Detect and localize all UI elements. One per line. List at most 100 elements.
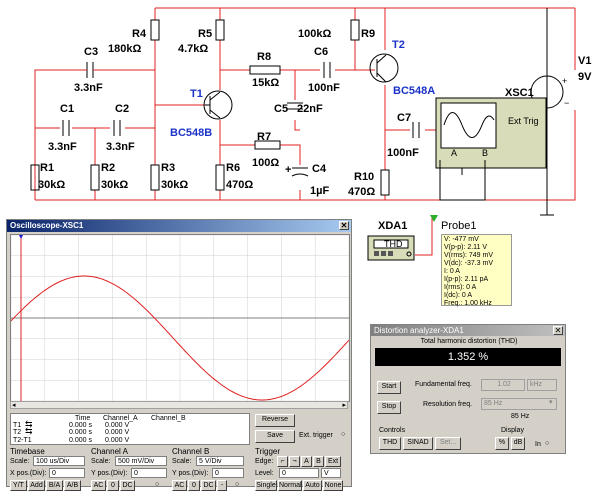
fundamental-freq-unit[interactable]: kHz <box>527 379 557 391</box>
channel-b-scale-label: Scale: <box>172 458 192 465</box>
db-button[interactable]: dB <box>511 437 525 450</box>
capacitor-c3[interactable] <box>80 62 100 78</box>
trigger-title: Trigger <box>255 447 281 456</box>
save-button[interactable]: Save <box>255 430 295 443</box>
cursor-t2-handle[interactable] <box>19 235 23 239</box>
set-button[interactable]: Set... <box>435 437 461 450</box>
resolution-freq-select[interactable]: 85 Hz <box>481 398 557 410</box>
channel-a-ac-button[interactable]: AC <box>91 480 106 491</box>
resistor-r9[interactable] <box>350 19 360 41</box>
r5-value: 4.7kΩ <box>178 43 208 55</box>
trigger-level-unit[interactable]: V <box>321 468 341 478</box>
channel-a-ypos-field[interactable]: 0 <box>131 468 167 478</box>
resolution-freq-display: 85 Hz <box>511 413 530 420</box>
scroll-right-icon[interactable]: ▸ <box>342 402 346 409</box>
resistor-r8[interactable] <box>249 65 281 75</box>
mode-yt-button[interactable]: Y/T <box>10 480 27 491</box>
oscilloscope-window[interactable]: Oscilloscope-XSC1 ✕ ◂ ▸ Time Channel_A C… <box>6 219 352 491</box>
channel-b-ypos-field[interactable]: 0 <box>212 468 244 478</box>
resistor-r7[interactable] <box>254 140 281 150</box>
timebase-scale-field[interactable]: 100 us/Div <box>33 456 85 466</box>
probe-name: Probe1 <box>441 220 477 232</box>
mode-add-button[interactable]: Add <box>28 480 45 491</box>
thd-button[interactable]: THD <box>379 437 401 450</box>
resistor-r1[interactable] <box>30 164 40 191</box>
ext-trigger-terminal-icon[interactable]: ○ <box>341 431 346 438</box>
xda1-name: XDA1 <box>378 220 407 232</box>
chevron-down-icon[interactable]: ▾ <box>549 399 553 406</box>
resistor-r4[interactable] <box>150 19 160 41</box>
close-icon[interactable]: ✕ <box>339 221 349 230</box>
resistor-r2[interactable] <box>90 164 100 191</box>
svg-text:+: + <box>285 164 291 176</box>
channel-a-dc-button[interactable]: DC <box>120 480 135 491</box>
channel-a-terminal-icon[interactable]: ○ <box>155 481 160 488</box>
trigger-source-ext-button[interactable]: Ext <box>325 456 341 467</box>
stop-button[interactable]: Stop <box>377 401 401 414</box>
channel-b-terminal-icon[interactable]: ○ <box>235 481 240 488</box>
cursor-t1-left-right-icon[interactable]: ⇆ <box>25 419 33 429</box>
percent-button[interactable]: % <box>495 437 509 450</box>
trigger-level-field[interactable]: 0 <box>279 468 319 478</box>
capacitor-c5[interactable] <box>287 102 303 110</box>
c2-name: C2 <box>115 103 129 115</box>
fundamental-freq-label: Fundamental freq. <box>415 381 472 388</box>
close-icon[interactable]: ✕ <box>553 326 563 335</box>
readout-row-label: T2-T1 <box>13 437 32 444</box>
capacitor-c2[interactable] <box>113 120 121 136</box>
falling-edge-icon[interactable]: ¬ <box>289 456 300 467</box>
resistor-r3[interactable] <box>150 164 160 191</box>
trigger-single-button[interactable]: Single <box>255 480 277 491</box>
scroll-left-icon[interactable]: ◂ <box>12 402 16 409</box>
oscilloscope-screen[interactable] <box>10 234 350 402</box>
trigger-normal-button[interactable]: Normal <box>278 480 302 491</box>
timebase-xpos-field[interactable]: 0 <box>49 468 85 478</box>
transistor-t1[interactable] <box>203 90 233 120</box>
fundamental-freq-field[interactable]: 1.02 <box>481 379 525 391</box>
oscilloscope-xsc1-instrument[interactable] <box>435 97 547 175</box>
distortion-title-bar[interactable]: Distortion analyzer-XDA1 ✕ <box>371 325 565 336</box>
rising-edge-icon[interactable]: ⌐ <box>277 456 288 467</box>
r7-name: R7 <box>257 131 271 143</box>
input-terminal-icon[interactable]: ○ <box>545 440 550 447</box>
trigger-source-b-button[interactable]: B <box>313 456 324 467</box>
voltage-source-v1[interactable]: + − <box>530 75 569 109</box>
mode-ba-button[interactable]: B/A <box>46 480 63 491</box>
channel-a-scale-field[interactable]: 500 mV/Div <box>115 456 167 466</box>
c7-value: 100nF <box>387 147 419 159</box>
mode-ab-button[interactable]: A/B <box>64 480 81 491</box>
readout-time: 0.000 s <box>69 429 92 436</box>
resistor-r6[interactable] <box>215 164 225 191</box>
xda1-label: THD <box>384 239 403 249</box>
start-button[interactable]: Start <box>377 381 401 394</box>
distortion-title: Distortion analyzer-XDA1 <box>374 326 464 335</box>
cursor-readout-panel: Time Channel_A Channel_B T1 ⇆ 0.000 s 0.… <box>10 413 250 445</box>
resistor-r10[interactable] <box>380 169 390 196</box>
trigger-none-button[interactable]: None <box>323 480 343 491</box>
probe-icon[interactable] <box>430 215 438 222</box>
trigger-auto-button[interactable]: Auto <box>303 480 322 491</box>
reverse-button[interactable]: Reverse <box>255 414 295 427</box>
c6-name: C6 <box>314 46 328 58</box>
distortion-analyzer-window[interactable]: Distortion analyzer-XDA1 ✕ Total harmoni… <box>370 324 566 454</box>
channel-b-ac-button[interactable]: AC <box>172 480 187 491</box>
oscilloscope-title-bar[interactable]: Oscilloscope-XSC1 ✕ <box>7 220 351 232</box>
capacitor-c7[interactable] <box>412 122 420 138</box>
channel-b-dc-button[interactable]: DC <box>201 480 216 491</box>
channel-b-zero-button[interactable]: 0 <box>188 480 200 491</box>
transistor-t2[interactable] <box>369 53 399 83</box>
channel-b-scale-field[interactable]: 5 V/Div <box>196 456 244 466</box>
oscilloscope-scrollbar[interactable]: ◂ ▸ <box>10 401 348 409</box>
channel-a-zero-button[interactable]: 0 <box>107 480 119 491</box>
resistor-r5[interactable] <box>215 19 225 41</box>
capacitor-c1[interactable] <box>62 120 70 136</box>
capacitor-c6[interactable] <box>323 62 331 78</box>
distortion-analyzer-xda1-instrument[interactable] <box>367 235 415 261</box>
readout-channel-a: 0.000 V <box>105 429 130 436</box>
channel-b-invert-button[interactable]: - <box>217 480 227 491</box>
trigger-source-a-button[interactable]: A <box>301 456 312 467</box>
capacitor-c4[interactable]: + <box>285 164 309 177</box>
cursor-t2-left-right-icon[interactable]: ⇆ <box>25 426 33 436</box>
sinad-button[interactable]: SINAD <box>403 437 433 450</box>
